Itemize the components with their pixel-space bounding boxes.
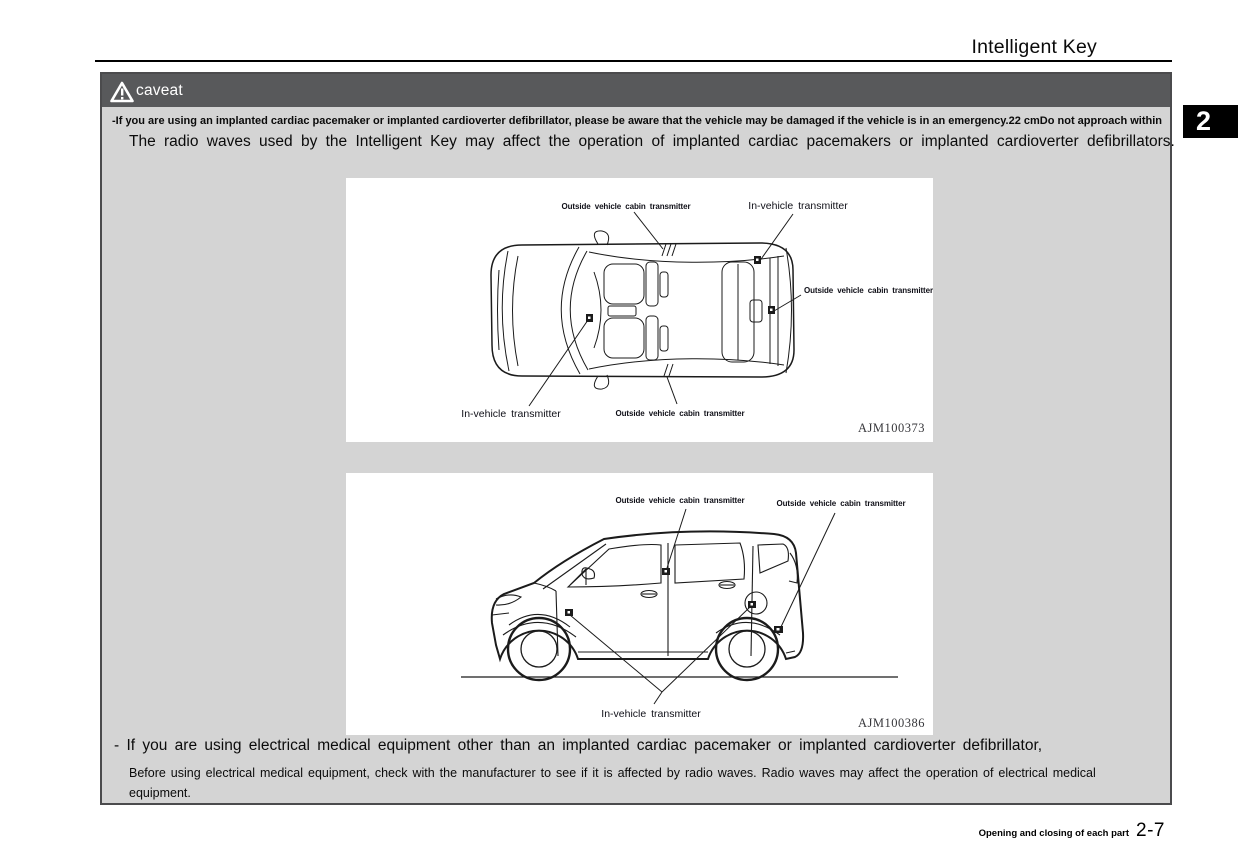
footer-page-number: 2-7: [1136, 820, 1165, 841]
fig2-label-bottom-invehicle: In-vehicle transmitter: [601, 708, 701, 720]
fig1-code: AJM100373: [857, 421, 925, 435]
caveat-item2-body: Before using electrical medical equipmen…: [129, 766, 1096, 800]
car-side-view-diagram: [461, 508, 898, 705]
warning-triangle-icon: [110, 81, 134, 102]
fig1-label-bottom-left-invehicle: In-vehicle transmitter: [461, 408, 561, 420]
page-title: Intelligent Key: [971, 36, 1097, 58]
fig2-code: AJM100386: [857, 716, 925, 730]
figure-car-side-view: Outside vehicle cabin transmitter Outsid…: [346, 473, 933, 735]
caveat-title: caveat: [136, 81, 183, 99]
fig1-label-right-outside: Outside vehicle cabin transmitter: [804, 286, 933, 295]
fig2-label-top-right-outside: Outside vehicle cabin transmitter: [776, 499, 906, 508]
transmitter-markers: [565, 568, 783, 633]
leader-lines: [569, 508, 836, 705]
fig2-label-top-outside: Outside vehicle cabin transmitter: [615, 496, 745, 505]
transmitter-markers: [586, 243, 775, 377]
fig1-label-bottom-outside: Outside vehicle cabin transmitter: [615, 409, 745, 418]
car-top-view-diagram: [490, 211, 802, 407]
figure-car-top-view: Outside vehicle cabin transmitter In-veh…: [346, 178, 933, 442]
title-divider: [95, 60, 1172, 62]
page-footer: Opening and closing of each part 2-7: [979, 820, 1165, 842]
caveat-warning-text: -If you are using an implanted cardiac p…: [112, 115, 1163, 127]
fig1-label-top-right-invehicle: In-vehicle transmitter: [748, 200, 848, 212]
caveat-item2-title: - If you are using electrical medical eq…: [114, 737, 1043, 754]
caveat-box: caveat -If you are using an implanted ca…: [100, 72, 1175, 805]
caveat-main-text: The radio waves used by the Intelligent …: [129, 133, 1175, 150]
caveat-header: caveat: [102, 74, 1170, 107]
fig1-label-top-outside: Outside vehicle cabin transmitter: [561, 202, 691, 211]
chapter-tab: 2: [1183, 105, 1238, 138]
chapter-tab-number: 2: [1196, 106, 1212, 136]
footer-section-name: Opening and closing of each part: [978, 828, 1130, 839]
leader-lines: [528, 211, 802, 407]
